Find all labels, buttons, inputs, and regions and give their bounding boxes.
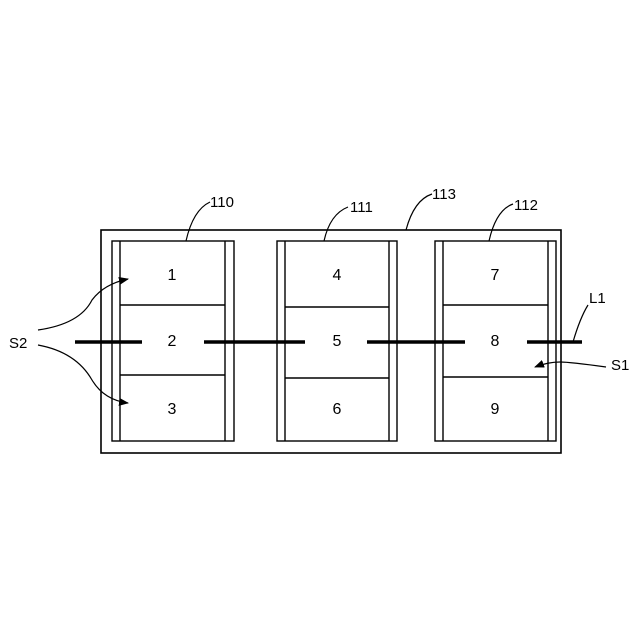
label-s2: S2 xyxy=(9,335,27,352)
label-110: 110 xyxy=(210,194,234,211)
leader-110 xyxy=(186,202,210,241)
label-s1: S1 xyxy=(611,357,629,374)
leader-113 xyxy=(406,194,432,230)
arrow-s2-lower xyxy=(38,345,128,403)
label-113: 113 xyxy=(432,186,456,203)
cell-1: 1 xyxy=(168,267,177,284)
label-111: 111 xyxy=(350,199,373,216)
leader-l1 xyxy=(573,305,588,342)
cell-2: 2 xyxy=(168,333,177,350)
cell-8: 8 xyxy=(491,333,500,350)
arrow-s1 xyxy=(535,362,606,367)
cell-4: 4 xyxy=(333,267,342,284)
label-112: 112 xyxy=(514,197,538,214)
leader-111 xyxy=(324,207,348,241)
cell-5: 5 xyxy=(333,333,342,350)
arrow-s2-upper xyxy=(38,279,128,330)
label-l1: L1 xyxy=(589,290,606,307)
cell-3: 3 xyxy=(168,401,177,418)
cell-9: 9 xyxy=(491,401,500,418)
cell-7: 7 xyxy=(491,267,500,284)
cell-6: 6 xyxy=(333,401,342,418)
leader-112 xyxy=(489,204,513,241)
